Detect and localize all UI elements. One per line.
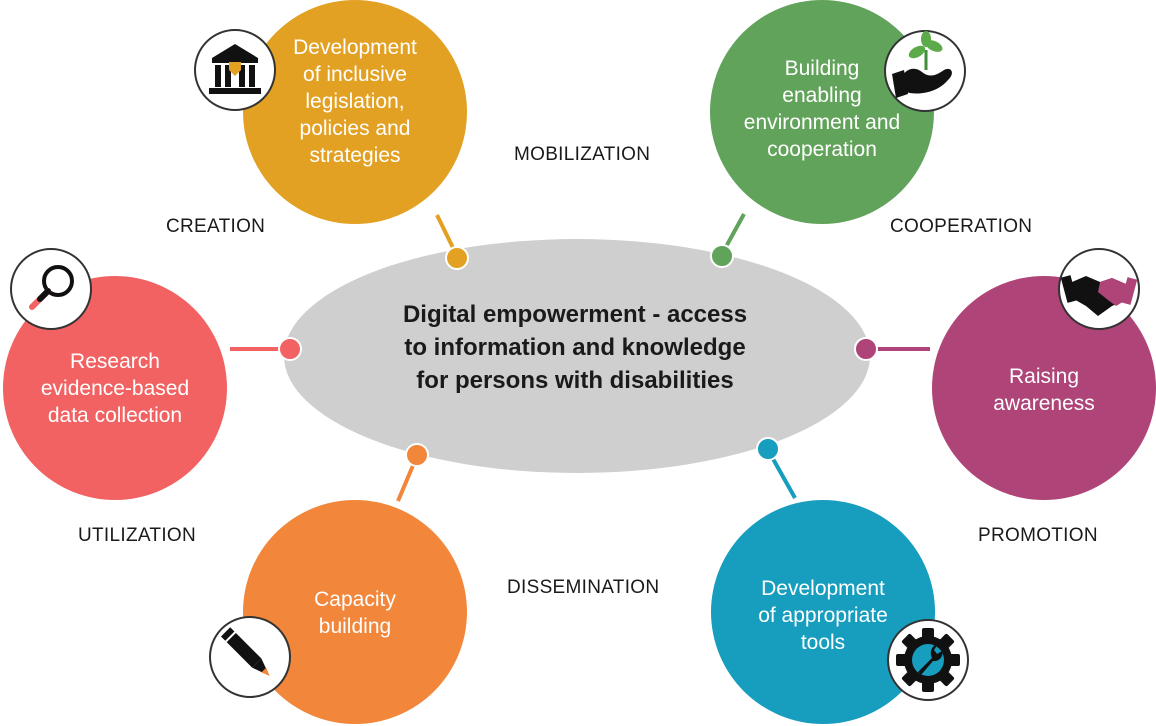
node-text-line: enabling [782,84,862,107]
node-text-line: of appropriate [758,603,888,627]
center-title-line: to information and knowledge [404,334,746,361]
connector-tools [756,437,797,499]
node-tools-circle [711,500,935,724]
stage-label-promotion: PROMOTION [978,525,1098,546]
stage-label-cooperation: COOPERATION [890,216,1033,237]
node-text-line: Development [293,35,417,59]
magnifier-icon [10,248,92,330]
center-title-line: Digital empowerment - access [402,301,748,328]
node-text-line: evidence-based [40,376,190,400]
node-text-line: Development [761,576,885,600]
node-text-line: policies and [299,116,411,140]
node-capacity-text: Capacity building [275,578,435,648]
stage-label-creation: CREATION [166,216,266,237]
node-awareness-circle [932,276,1156,500]
gear-wrench-icon [887,619,969,701]
node-text-line: of inclusive [303,62,407,86]
handshake-icon [1058,248,1140,330]
connector-research [230,337,302,361]
node-legislation-circle [243,0,467,224]
connector-capacity [396,443,429,502]
center-title-line: for persons with disabilities [416,367,734,394]
plant-in-hand-icon [884,30,966,112]
stage-label-utilization: UTILIZATION [78,525,197,546]
node-research-text: Research evidence-based data collection [20,343,210,433]
connector-awareness [854,337,930,361]
connector-environment [710,213,746,268]
node-tools-text: Development of appropriate tools [733,570,913,660]
node-legislation-text: Development of inclusive legislation, po… [270,16,440,186]
node-text-line: data collection [47,403,183,427]
node-text-line: awareness [993,392,1095,415]
node-text-line: cooperation [767,138,877,161]
center-ellipse [284,239,870,473]
node-awareness-text: Raising awareness [964,350,1124,430]
node-environment-circle [710,0,934,224]
node-text-line: environment and [743,111,901,134]
pencil-icon [209,616,291,698]
node-text-line: Capacity [314,588,396,611]
connector-legislation [435,214,469,270]
node-text-line: Raising [1008,365,1080,388]
node-text-line: building [318,615,392,638]
node-text-line: legislation, [305,89,405,113]
stage-label-dissemination: DISSEMINATION [507,577,660,598]
node-text-line: Building [784,57,860,80]
node-capacity-circle [243,500,467,724]
node-text-line: strategies [309,143,401,167]
node-text-line: Research [70,349,160,373]
node-research-circle [3,276,227,500]
center-title: Digital empowerment - access to informat… [355,298,795,397]
node-text-line: tools [800,630,846,654]
stage-label-mobilization: MOBILIZATION [514,144,651,165]
node-environment-text: Building enabling environment and cooper… [732,34,912,184]
institution-icon [194,29,276,111]
